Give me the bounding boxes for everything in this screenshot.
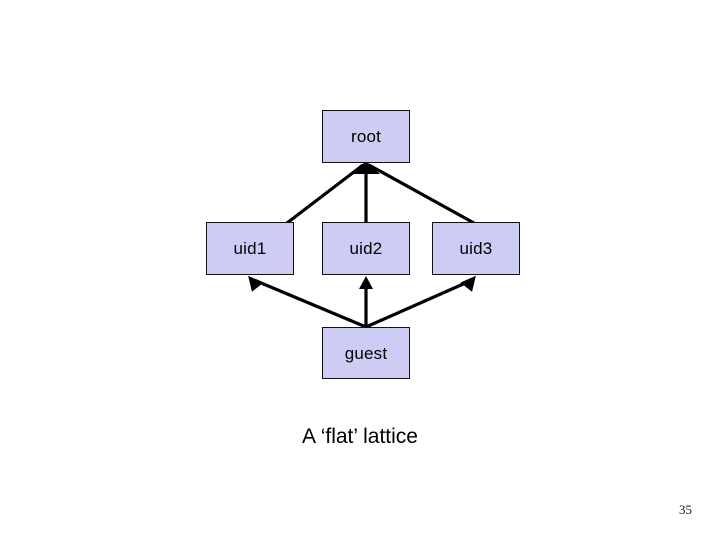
diagram-caption: A ‘flat’ lattice <box>302 425 418 448</box>
arrowhead-root <box>352 161 380 174</box>
page-number: 35 <box>679 502 692 517</box>
node-guest[interactable]: guest <box>322 327 410 379</box>
node-uid2-label: uid2 <box>349 239 383 258</box>
node-root-label: root <box>350 127 382 146</box>
node-uid1[interactable]: uid1 <box>206 222 294 275</box>
edge-guest-to-uid3 <box>365 275 476 329</box>
node-uid3-label: uid3 <box>459 239 493 258</box>
edge-guest-to-uid2 <box>359 276 373 327</box>
node-uid3[interactable]: uid3 <box>432 222 520 275</box>
node-uid2[interactable]: uid2 <box>322 222 410 275</box>
edge-guest-to-uid1 <box>248 275 367 329</box>
edge-uid1-to-root <box>286 163 364 225</box>
node-root[interactable]: root <box>322 110 410 163</box>
edge-uid3-to-root <box>368 163 475 225</box>
node-guest-label: guest <box>344 343 388 363</box>
node-uid1-label: uid1 <box>233 239 267 258</box>
